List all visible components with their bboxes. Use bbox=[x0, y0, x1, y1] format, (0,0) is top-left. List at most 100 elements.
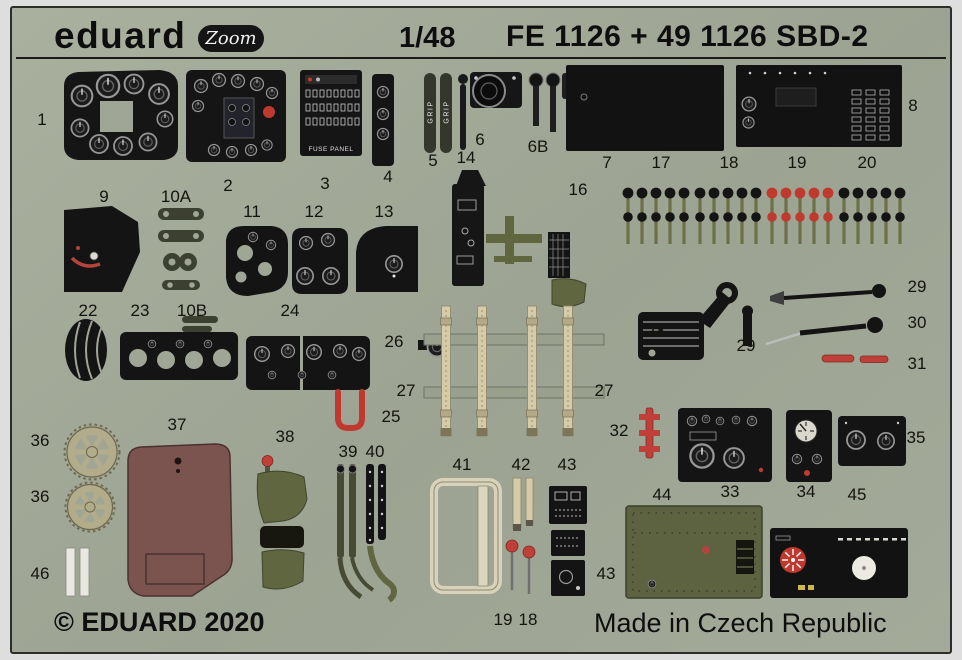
grip-text-right: GRIP bbox=[444, 100, 451, 123]
part-label-9: 9 bbox=[99, 187, 109, 206]
part-label-22: 22 bbox=[78, 301, 98, 320]
part-35-panel bbox=[838, 416, 906, 466]
part-label-7: 7 bbox=[602, 153, 612, 172]
part-label-44: 44 bbox=[652, 485, 672, 504]
part-label-3: 3 bbox=[320, 174, 330, 193]
zoom-series-badge: Zoom bbox=[198, 25, 264, 52]
part-41-frame bbox=[430, 478, 502, 594]
part-label-40: 40 bbox=[365, 442, 385, 461]
part-1-main-instrument-panel bbox=[64, 70, 178, 160]
part-label-43-bottom: 43 bbox=[596, 564, 616, 583]
sheet-title: FE 1126 + 49 1126 SBD-2 bbox=[506, 20, 869, 53]
part-label-27-left: 27 bbox=[396, 381, 416, 400]
made-in-text: Made in Czech Republic bbox=[594, 608, 887, 638]
part-label-23: 23 bbox=[130, 301, 150, 320]
part-label-41: 41 bbox=[452, 455, 472, 474]
part-10b-strips bbox=[182, 316, 218, 332]
part-34-panel bbox=[786, 410, 832, 482]
copyright-text: © EDUARD 2020 bbox=[54, 607, 265, 637]
part-46-strips bbox=[65, 547, 90, 597]
part-label-13: 13 bbox=[374, 202, 394, 221]
part-label-36-top: 36 bbox=[30, 431, 50, 450]
part-label-46: 46 bbox=[30, 564, 50, 583]
part-label-42: 42 bbox=[511, 455, 531, 474]
part-label-16: 16 bbox=[568, 180, 588, 199]
part-label-29: 29 bbox=[907, 277, 927, 296]
part-43-boxes bbox=[549, 486, 587, 596]
part-label-4: 4 bbox=[383, 167, 393, 186]
part-31-red-handles bbox=[821, 354, 889, 363]
part-14-lever bbox=[458, 74, 468, 150]
part-2-instrument-panel bbox=[186, 70, 286, 162]
part-42-straps bbox=[512, 477, 534, 531]
part-6-sight-bracket bbox=[470, 72, 522, 108]
scale-label: 1/48 bbox=[399, 22, 456, 54]
part-44-floor-panel bbox=[625, 505, 763, 599]
part-22-cowl-flaps bbox=[65, 319, 107, 381]
part-label-38: 38 bbox=[275, 427, 295, 446]
part-label-30: 30 bbox=[907, 313, 927, 332]
part-label-35: 35 bbox=[906, 428, 926, 447]
part-label-43-top: 43 bbox=[557, 455, 577, 474]
part-23-panel bbox=[120, 332, 238, 380]
part-4-gauge-strip bbox=[372, 74, 394, 166]
part-9-panel bbox=[64, 206, 140, 292]
part-29b-lever bbox=[742, 305, 753, 346]
part-label-28: 28 bbox=[646, 321, 666, 340]
part-label-6b: 6B bbox=[527, 137, 549, 156]
part-label-19-bottom: 19 bbox=[493, 610, 513, 629]
part-label-37: 37 bbox=[167, 415, 187, 434]
part-label-18: 18 bbox=[719, 153, 739, 172]
part-29-lever bbox=[770, 284, 886, 305]
part-label-20: 20 bbox=[857, 153, 877, 172]
part-33-instrument-panel bbox=[678, 408, 772, 482]
part-30-lever bbox=[765, 317, 883, 346]
part-label-31: 31 bbox=[907, 354, 927, 373]
part-label-12: 12 bbox=[304, 202, 324, 221]
grip-text-left: GRIP bbox=[428, 100, 435, 123]
part-11-panel bbox=[226, 226, 288, 296]
part-8-electrical-panel bbox=[736, 65, 902, 147]
part-label-45: 45 bbox=[847, 485, 867, 504]
part-10a-brackets bbox=[158, 208, 204, 290]
part-40-strips bbox=[366, 464, 397, 603]
part-label-34: 34 bbox=[796, 482, 816, 501]
part-36-handwheels bbox=[63, 423, 121, 533]
part-label-33: 33 bbox=[720, 482, 740, 501]
part-12-panel bbox=[292, 228, 348, 294]
header-divider bbox=[16, 57, 946, 59]
parts-19-18-pins bbox=[505, 539, 536, 594]
part-label-1: 1 bbox=[37, 110, 47, 129]
part-label-19: 19 bbox=[787, 153, 807, 172]
part-label-26: 26 bbox=[384, 332, 404, 351]
part-37-seat-back bbox=[127, 443, 233, 597]
part-label-11: 11 bbox=[243, 202, 261, 221]
part-label-25: 25 bbox=[381, 407, 401, 426]
part-label-8: 8 bbox=[908, 96, 918, 115]
part-label-27-right: 27 bbox=[594, 381, 614, 400]
part-13-panel bbox=[356, 226, 418, 292]
part-25-handle bbox=[335, 389, 365, 431]
part-label-32: 32 bbox=[609, 421, 629, 440]
part-label-2: 2 bbox=[223, 176, 233, 195]
fuse-panel-text: FUSE PANEL bbox=[309, 146, 354, 153]
part-27-seatbelts bbox=[423, 305, 605, 437]
part-16-group bbox=[452, 170, 587, 308]
part-32-red-bracket bbox=[639, 407, 660, 459]
part-label-24: 24 bbox=[280, 301, 300, 320]
eduard-logo: eduard bbox=[54, 15, 187, 56]
part-label-18-bottom: 18 bbox=[518, 610, 538, 629]
part-45-panel bbox=[770, 528, 908, 598]
part-label-17: 17 bbox=[651, 153, 671, 172]
part-label-29b: 29 bbox=[736, 336, 756, 355]
part-38-control-grip bbox=[256, 455, 308, 590]
part-label-14: 14 bbox=[456, 148, 476, 167]
part-label-36-bottom: 36 bbox=[30, 487, 50, 506]
part-label-10a: 10A bbox=[160, 187, 192, 206]
part-39-levers bbox=[336, 464, 375, 600]
part-label-10b: 10B bbox=[176, 301, 208, 320]
part-label-6: 6 bbox=[475, 130, 485, 149]
part-28-crank bbox=[638, 282, 738, 360]
